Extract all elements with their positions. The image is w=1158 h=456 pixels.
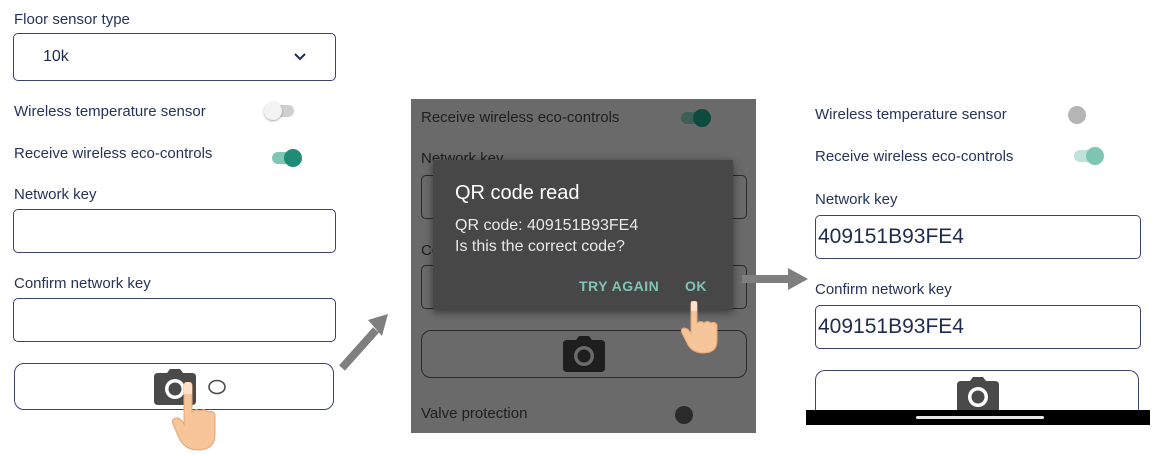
qr-code-dialog: QR code read QR code: 409151B93FE4 Is th…	[433, 160, 733, 310]
floor-sensor-label: Floor sensor type	[14, 11, 130, 28]
floor-sensor-value: 10k	[43, 48, 69, 65]
system-nav-bar	[806, 410, 1150, 425]
eco-controls-toggle[interactable]	[272, 149, 304, 167]
network-key-input[interactable]: 409151B93FE4	[815, 215, 1141, 259]
network-key-value: 409151B93FE4	[818, 225, 964, 248]
eco-controls-label: Receive wireless eco-controls	[421, 109, 620, 126]
confirm-key-input[interactable]	[13, 298, 336, 342]
qr-dialog-screen: Receive wireless eco-controls Network ke…	[411, 99, 756, 433]
camera-icon	[957, 377, 999, 413]
eco-controls-label: Receive wireless eco-controls	[14, 145, 213, 162]
try-again-button[interactable]: TRY AGAIN	[579, 278, 660, 294]
arrow-icon	[339, 314, 388, 371]
arrow-icon	[742, 268, 808, 290]
camera-icon	[563, 336, 605, 372]
wireless-temp-toggle[interactable]	[264, 102, 296, 120]
confirm-key-input[interactable]: 409151B93FE4	[815, 305, 1141, 349]
wireless-temp-label: Wireless temperature sensor	[14, 103, 206, 120]
eco-controls-label: Receive wireless eco-controls	[815, 148, 1014, 165]
dialog-code-line: QR code: 409151B93FE4	[455, 217, 639, 234]
eco-controls-toggle[interactable]	[681, 109, 713, 127]
network-key-input[interactable]	[13, 209, 336, 253]
chevron-down-icon	[294, 53, 306, 61]
valve-protection-toggle[interactable]	[675, 406, 693, 424]
ok-button[interactable]: OK	[685, 278, 707, 294]
scan-qr-button[interactable]	[14, 363, 334, 410]
dialog-title: QR code read	[455, 182, 580, 204]
confirm-key-label: Confirm network key	[14, 275, 151, 292]
eco-controls-toggle[interactable]	[1074, 147, 1106, 165]
home-indicator[interactable]	[916, 416, 1044, 419]
valve-protection-label: Valve protection	[421, 405, 528, 422]
wireless-temp-toggle[interactable]	[1068, 106, 1086, 124]
confirm-key-value: 409151B93FE4	[818, 315, 964, 338]
tap-hand-icon	[680, 301, 718, 354]
dialog-question: Is this the correct code?	[455, 238, 625, 255]
tap-hand-icon	[171, 382, 216, 451]
confirm-key-label: Confirm network key	[815, 281, 952, 298]
network-key-label: Network key	[14, 186, 97, 203]
ring-icon	[208, 379, 226, 395]
network-key-label: Network key	[815, 191, 898, 208]
wireless-temp-label: Wireless temperature sensor	[815, 106, 1007, 123]
floor-sensor-dropdown[interactable]: 10k	[13, 33, 336, 81]
